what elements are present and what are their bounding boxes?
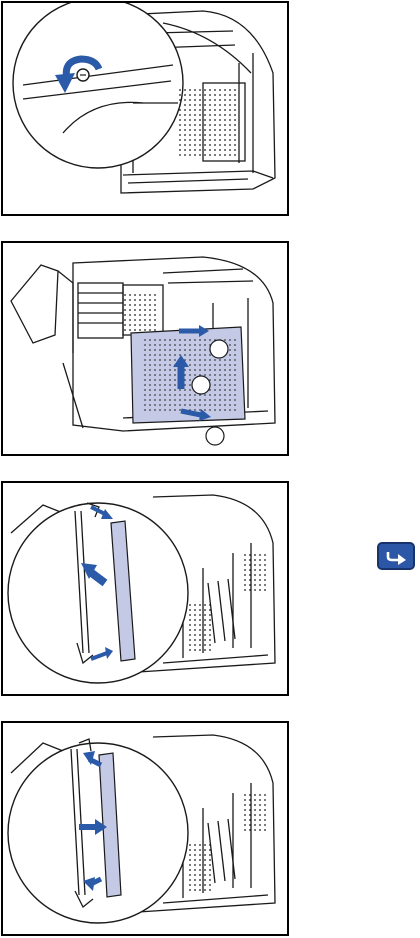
printer-illustration-1 bbox=[3, 3, 289, 216]
callout-circle bbox=[206, 427, 224, 445]
printer-illustration-3 bbox=[3, 483, 289, 696]
printer-illustration-4 bbox=[3, 723, 289, 936]
continue-next-page-button[interactable] bbox=[377, 542, 415, 570]
figure-remove-cover-plate bbox=[1, 241, 289, 456]
arrow-right-icon bbox=[386, 548, 408, 566]
figure-remove-screw bbox=[1, 1, 289, 216]
printer-illustration-2 bbox=[3, 243, 289, 456]
vent-pattern bbox=[178, 88, 238, 158]
callout-circle bbox=[210, 340, 228, 358]
figure-install-memory-module bbox=[1, 721, 289, 936]
figure-remove-memory-module bbox=[1, 481, 289, 696]
callout-circle bbox=[192, 376, 210, 394]
